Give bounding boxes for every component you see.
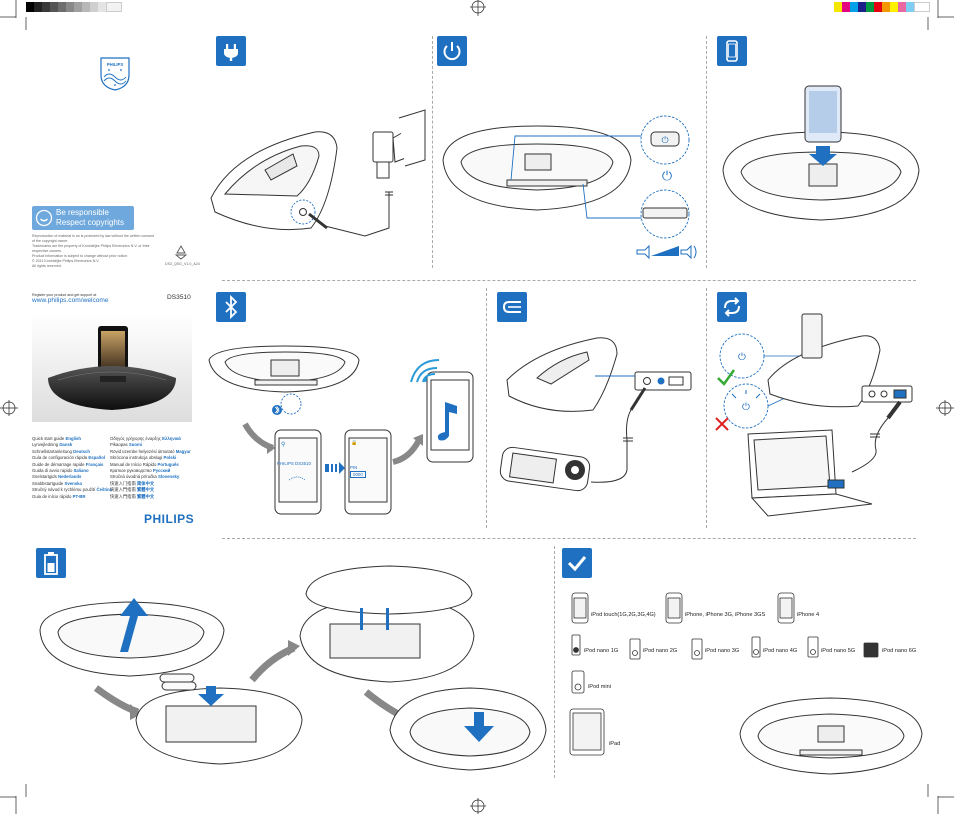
sync-icon (724, 297, 740, 317)
step-bluetooth-square (216, 292, 246, 322)
compat-nano-2g: iPod nano 2G (643, 648, 678, 654)
divider-col2-top (706, 36, 707, 268)
compat-ipad: iPad (609, 741, 621, 747)
divider-col1-mid (486, 288, 487, 528)
compat-device-icons (569, 592, 879, 756)
compat-ipod-touch: iPod touch(1G,2G,3G,4G) (591, 612, 656, 618)
compat-iphone-4: iPhone 4 (797, 612, 820, 618)
welcome-url[interactable]: www.philips.com/welcome (32, 297, 109, 304)
step-sync-square (717, 292, 747, 322)
respect-line2: Respect copyrights (56, 218, 125, 227)
step-dock-square (717, 36, 747, 66)
compat-nano-3g: iPod nano 3G (705, 648, 740, 654)
svg-text:🔒: 🔒 (351, 439, 357, 446)
panel-power-illustration (210, 109, 426, 237)
divider-bottom (554, 546, 555, 778)
respect-copyright-badge: Be responsible Respect copyrights (32, 206, 134, 230)
language-list-left: Quick start guide English Lynvejledning … (32, 436, 113, 499)
model-number: DS3510 (167, 294, 191, 301)
svg-text:⏻: ⏻ (738, 352, 746, 363)
bluetooth-icon (225, 294, 238, 320)
respect-line1: Be responsible (56, 208, 109, 217)
smile-icon (35, 209, 53, 227)
pin-value: 0000 (350, 471, 366, 478)
product-photo (32, 314, 192, 422)
svg-text:PHILIPS: PHILIPS (107, 62, 123, 67)
compat-nano-4g: iPod nano 4G (763, 648, 798, 654)
divider-row2 (222, 538, 916, 539)
philips-wordmark: PHILIPS (144, 512, 195, 526)
compat-iphone-3g: iPhone, iPhone 3G, iPhone 3GS (685, 612, 766, 618)
panel-battery-illustration (39, 565, 547, 771)
compat-nano-1g: iPod nano 1G (584, 648, 619, 654)
svg-text:⏻: ⏻ (662, 169, 672, 184)
color-bar-right (834, 2, 930, 12)
aux-cable-icon (502, 301, 521, 313)
panel-dock-illustration (722, 85, 920, 221)
color-bar-left (26, 2, 122, 12)
svg-text:⏻: ⏻ (742, 402, 750, 413)
panel-on-illustration: ⏻ ⏻ (442, 115, 697, 260)
pairing-device-name: PHILIPS DS3510 (277, 461, 311, 466)
compat-dock-illustration (739, 697, 923, 775)
power-button-icon (443, 42, 461, 61)
compat-nano-6g: iPod nano 6G (882, 648, 917, 654)
iphone-icon (726, 40, 738, 62)
panel-aux-illustration (499, 337, 692, 492)
step-power-square (216, 36, 246, 66)
divider-col1-top (432, 36, 433, 268)
legal-text: Reproduction of material is an is protec… (32, 234, 155, 268)
step-aux-square (497, 292, 527, 322)
panel-bluetooth-illustration: ⚲ 🔒 (208, 345, 474, 515)
divider-col2-mid (706, 288, 707, 528)
svg-text:⚲: ⚲ (281, 441, 285, 448)
compat-nano-5g: iPod nano 5G (821, 648, 856, 654)
battery-icon (44, 552, 58, 575)
step-on-square (437, 36, 467, 66)
pin-label: PIN (350, 465, 358, 470)
svg-text:⏻: ⏻ (661, 135, 668, 146)
step-battery-square (36, 548, 66, 578)
register-text: Register your product and get support at (32, 293, 97, 297)
divider-row1 (222, 280, 916, 281)
compat-ipod-mini: iPod mini (588, 684, 612, 690)
panel-sync-illustration: ⏻ ⏻ (715, 313, 913, 517)
power-plug-icon (224, 44, 238, 61)
step-compat-square (562, 548, 592, 578)
philips-shield-logo: PHILIPS (100, 57, 130, 91)
recycle-code: DS3_QSG_V1.0_A24 (165, 262, 200, 266)
language-list-right: Οδηγός γρήγορης έναρξης Ελληνικά Pikaopa… (110, 436, 191, 499)
checkmark-icon (567, 556, 587, 572)
recycle-icon (174, 245, 188, 260)
